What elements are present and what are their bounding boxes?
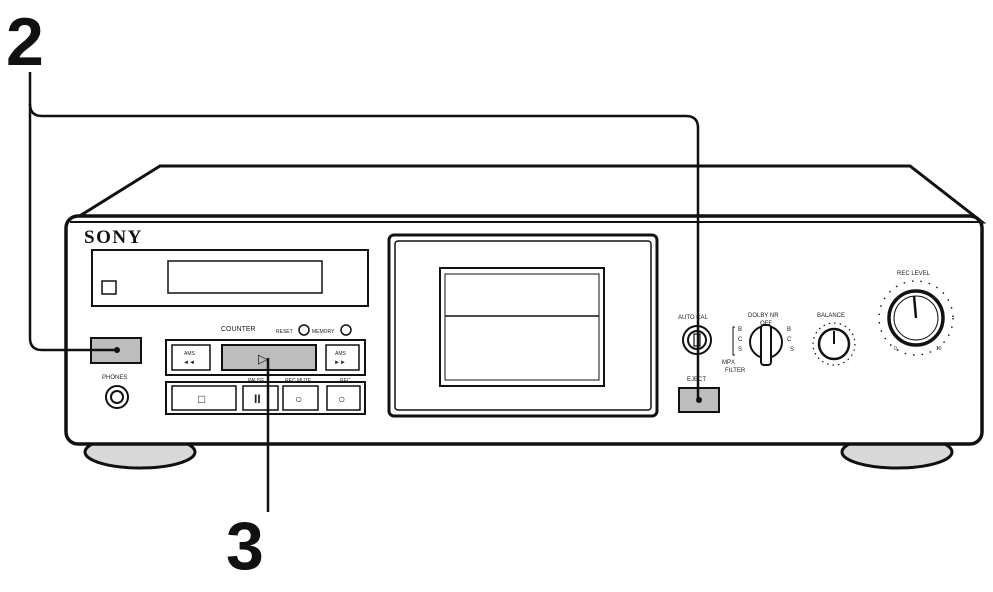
stop-button[interactable] [171, 385, 237, 411]
dolby-right-b: B [787, 327, 791, 333]
reset-label: RESET [276, 329, 293, 335]
dolby-right-c: C [787, 337, 792, 343]
step-callout-3: 3 [226, 508, 264, 584]
balance-ticks [812, 322, 856, 366]
pause-label: PAUSE [248, 378, 265, 384]
pause-button[interactable] [242, 385, 279, 411]
step-callout-2: 2 [6, 4, 44, 80]
cassette-window-inner [444, 273, 600, 381]
power-button-dot [114, 347, 120, 353]
indicator-square [101, 280, 117, 295]
rec-level-max: 10 [936, 346, 942, 352]
counter-label: COUNTER [221, 326, 256, 333]
reset-button[interactable] [298, 324, 310, 336]
stop-symbol: □ [198, 392, 205, 406]
dolby-left-b: B [738, 327, 742, 333]
deck-top [64, 164, 987, 224]
ams-back-symbol: ◄◄ [183, 360, 195, 366]
dolby-nr-knob-bar [760, 324, 772, 366]
phones-label: PHONES [102, 375, 127, 381]
ams-fwd-symbol: ►► [334, 360, 346, 366]
filter-label: FILTER [725, 368, 746, 374]
rec-symbol: ○ [338, 392, 345, 406]
pause-symbol: II [254, 392, 261, 406]
dolby-right-s: S [790, 347, 794, 353]
rec-level-label: REC LEVEL [897, 271, 931, 277]
brand-logo: SONY [84, 227, 143, 248]
eject-label: EJECT [687, 377, 706, 383]
ams-back-label: AMS [184, 351, 196, 357]
leader-line-2-branch [28, 104, 116, 352]
dolby-label: DOLBY NR [748, 313, 779, 319]
balance-label: BALANCE [817, 313, 845, 319]
eject-button-dot [696, 397, 702, 403]
rec-mute-button[interactable] [282, 385, 319, 411]
ams-fwd-button[interactable] [325, 344, 360, 371]
phones-jack-inner [110, 390, 124, 404]
rec-label: REC [340, 378, 351, 384]
rec-level-ticks [878, 280, 954, 356]
play-symbol: ▷ [258, 351, 268, 366]
rec-button[interactable] [326, 385, 361, 411]
memory-label: MEMORY [312, 329, 335, 335]
mpx-label: MPX [722, 360, 735, 366]
auto-cal-label: AUTO CAL [678, 315, 709, 321]
display-window [167, 260, 323, 294]
ams-back-button[interactable] [171, 344, 211, 371]
dolby-bracket-left [732, 326, 735, 356]
ams-fwd-label: AMS [335, 351, 347, 357]
rec-mute-symbol: ○ [295, 392, 302, 406]
dolby-left-c: C [738, 337, 743, 343]
rec-mute-label: REC MUTE [285, 378, 312, 384]
rec-level-min: 0 [894, 346, 897, 352]
rec-level-pointer [912, 295, 918, 319]
dolby-left-s: S [738, 347, 742, 353]
memory-button[interactable] [340, 324, 352, 336]
